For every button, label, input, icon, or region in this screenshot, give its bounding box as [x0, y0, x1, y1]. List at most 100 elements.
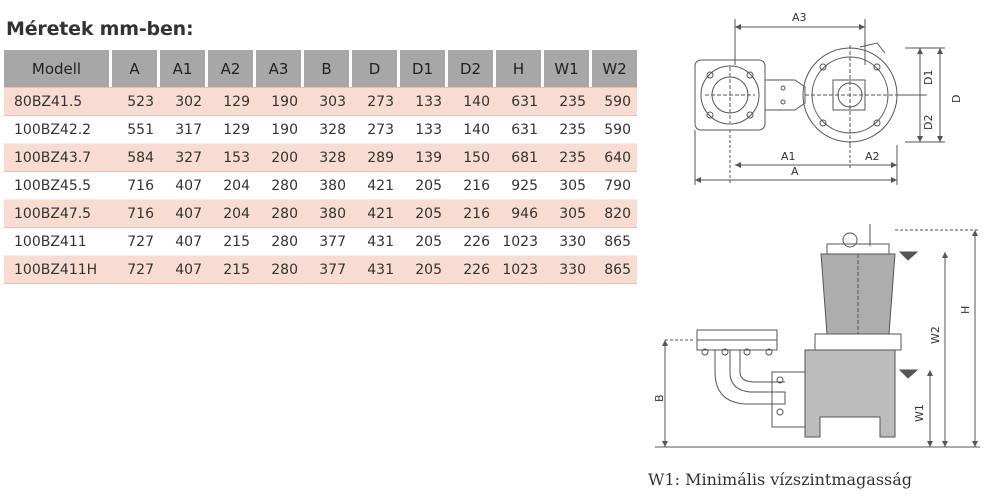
label-a1: A1	[781, 150, 796, 163]
col-header-a1: A1	[160, 50, 208, 87]
cell-value: 150	[448, 144, 496, 172]
cell-value: 140	[448, 87, 496, 116]
col-header-b: B	[304, 50, 352, 87]
label-w1: W1	[913, 404, 926, 422]
cell-value: 865	[592, 256, 637, 284]
cell-value: 205	[400, 200, 448, 228]
pump-volute	[804, 349, 896, 438]
cell-value: 631	[496, 116, 544, 144]
label-w2: W2	[929, 326, 942, 344]
cell-value: 139	[400, 144, 448, 172]
col-header-model: Modell	[4, 50, 112, 87]
cell-model: 100BZ43.7	[4, 144, 112, 172]
discharge-elbow	[714, 350, 786, 405]
col-header-d2: D2	[448, 50, 496, 87]
cell-value: 215	[208, 228, 256, 256]
cell-value: 716	[112, 172, 160, 200]
cell-value: 273	[352, 116, 400, 144]
cell-value: 584	[112, 144, 160, 172]
cell-value: 216	[448, 200, 496, 228]
cell-value: 204	[208, 172, 256, 200]
cell-value: 551	[112, 116, 160, 144]
cell-value: 431	[352, 228, 400, 256]
cell-model: 100BZ47.5	[4, 200, 112, 228]
label-b: B	[653, 394, 666, 402]
cell-value: 640	[592, 144, 637, 172]
lifting-handle	[842, 232, 858, 248]
cell-value: 305	[544, 200, 592, 228]
cell-value: 205	[400, 256, 448, 284]
cell-value: 129	[208, 87, 256, 116]
cell-value: 330	[544, 256, 592, 284]
label-d2: D2	[922, 115, 935, 130]
cell-value: 133	[400, 87, 448, 116]
cell-value: 377	[304, 228, 352, 256]
cell-value: 133	[400, 116, 448, 144]
cell-value: 1023	[496, 256, 544, 284]
cell-value: 305	[544, 172, 592, 200]
cell-value: 328	[304, 144, 352, 172]
cell-value: 216	[448, 172, 496, 200]
cell-value: 681	[496, 144, 544, 172]
cell-value: 190	[256, 116, 304, 144]
cell-value: 235	[544, 144, 592, 172]
cell-value: 303	[304, 87, 352, 116]
cell-value: 380	[304, 172, 352, 200]
cell-value: 235	[544, 87, 592, 116]
label-d1: D1	[922, 70, 935, 85]
dimensions-table: Modell A A1 A2 A3 B D D1 D2 H W1 W2 80BZ…	[4, 50, 637, 284]
col-header-w2: W2	[592, 50, 637, 87]
col-header-d1: D1	[400, 50, 448, 87]
col-header-a3: A3	[256, 50, 304, 87]
label-h: H	[959, 306, 972, 314]
cell-value: 273	[352, 87, 400, 116]
cell-value: 820	[592, 200, 637, 228]
cell-value: 727	[112, 228, 160, 256]
cell-value: 865	[592, 228, 637, 256]
cell-value: 280	[256, 172, 304, 200]
cell-value: 129	[208, 116, 256, 144]
cell-value: 302	[160, 87, 208, 116]
cell-value: 204	[208, 200, 256, 228]
cell-value: 946	[496, 200, 544, 228]
cell-value: 226	[448, 256, 496, 284]
cell-value: 280	[256, 228, 304, 256]
cell-value: 317	[160, 116, 208, 144]
cell-value: 407	[160, 228, 208, 256]
col-header-h: H	[496, 50, 544, 87]
cell-value: 235	[544, 116, 592, 144]
table-header-row: Modell A A1 A2 A3 B D D1 D2 H W1 W2	[4, 50, 637, 87]
cell-value: 716	[112, 200, 160, 228]
page-title: Méretek mm-ben:	[6, 18, 194, 40]
cell-model: 100BZ42.2	[4, 116, 112, 144]
cell-value: 631	[496, 87, 544, 116]
cell-value: 380	[304, 200, 352, 228]
cell-value: 205	[400, 172, 448, 200]
cell-model: 100BZ45.5	[4, 172, 112, 200]
cell-value: 727	[112, 256, 160, 284]
cell-value: 205	[400, 228, 448, 256]
cell-value: 280	[256, 256, 304, 284]
label-a2: A2	[865, 150, 880, 163]
cell-value: 407	[160, 200, 208, 228]
cell-model: 80BZ41.5	[4, 87, 112, 116]
cell-value: 1023	[496, 228, 544, 256]
cell-value: 925	[496, 172, 544, 200]
cell-value: 215	[208, 256, 256, 284]
cell-value: 328	[304, 116, 352, 144]
col-header-a2: A2	[208, 50, 256, 87]
cell-value: 431	[352, 256, 400, 284]
cell-value: 200	[256, 144, 304, 172]
cell-value: 330	[544, 228, 592, 256]
top-view-drawing: A3 D1 D2 D A1 A2 A	[694, 11, 963, 185]
label-d: D	[950, 95, 963, 103]
col-header-a: A	[112, 50, 160, 87]
cell-value: 190	[256, 87, 304, 116]
col-header-d: D	[352, 50, 400, 87]
cell-value: 590	[592, 116, 637, 144]
